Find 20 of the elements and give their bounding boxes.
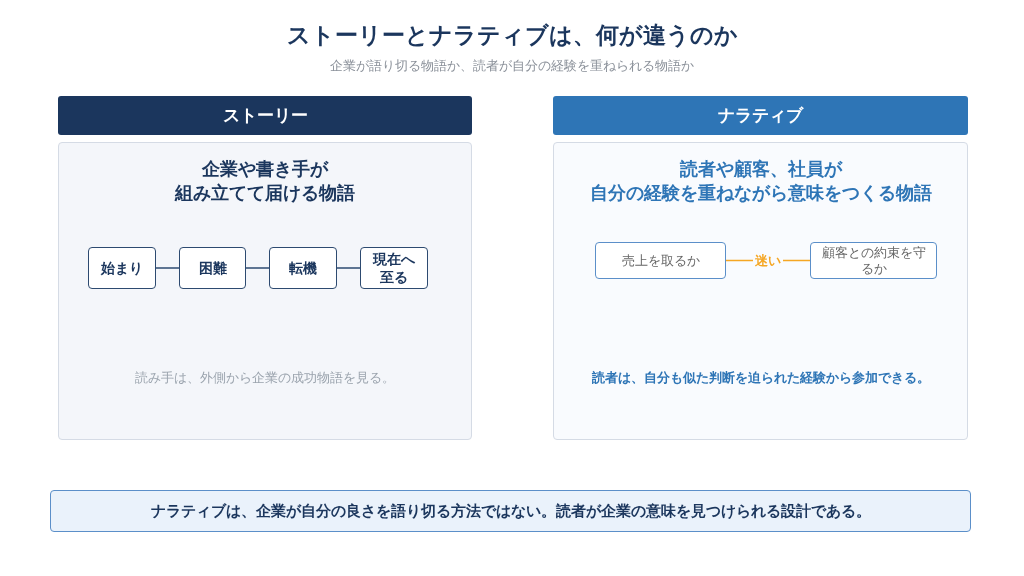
- panel-note: 読者は、自分も似た判断を迫られた経験から参加できる。: [591, 369, 930, 387]
- connector-line: [336, 267, 361, 269]
- conclusion-box: ナラティブは、企業が自分の良さを語り切る方法ではない。読者が企業の意味を見つけられる設計である。: [50, 490, 971, 532]
- step-box: 始まり: [88, 247, 156, 289]
- step-box: 転機: [269, 247, 337, 289]
- panel: [58, 142, 472, 440]
- panel: [553, 142, 968, 440]
- panel-note: 読み手は、外側から企業の成功物語を見る。: [135, 369, 395, 387]
- connector-line: [155, 267, 180, 269]
- subtitle: 企業が語り切る物語か、読者が自分の経験を重ねられる物語か: [330, 57, 694, 75]
- step-box: 現在へ至る: [360, 247, 428, 289]
- panel-heading: 企業や書き手が組み立てて届ける物語: [175, 158, 355, 205]
- option-box: 売上を取るか: [595, 242, 726, 279]
- section-header: ストーリー: [58, 96, 472, 135]
- step-box: 困難: [179, 247, 246, 289]
- panel-heading: 読者や顧客、社員が自分の経験を重ねながら意味をつくる物語: [589, 158, 932, 205]
- title: ストーリーとナラティブは、何が違うのか: [286, 21, 738, 50]
- connector-line: [245, 267, 270, 269]
- option-box: 顧客との約束を守るか: [810, 242, 937, 279]
- section-header: ナラティブ: [553, 96, 968, 135]
